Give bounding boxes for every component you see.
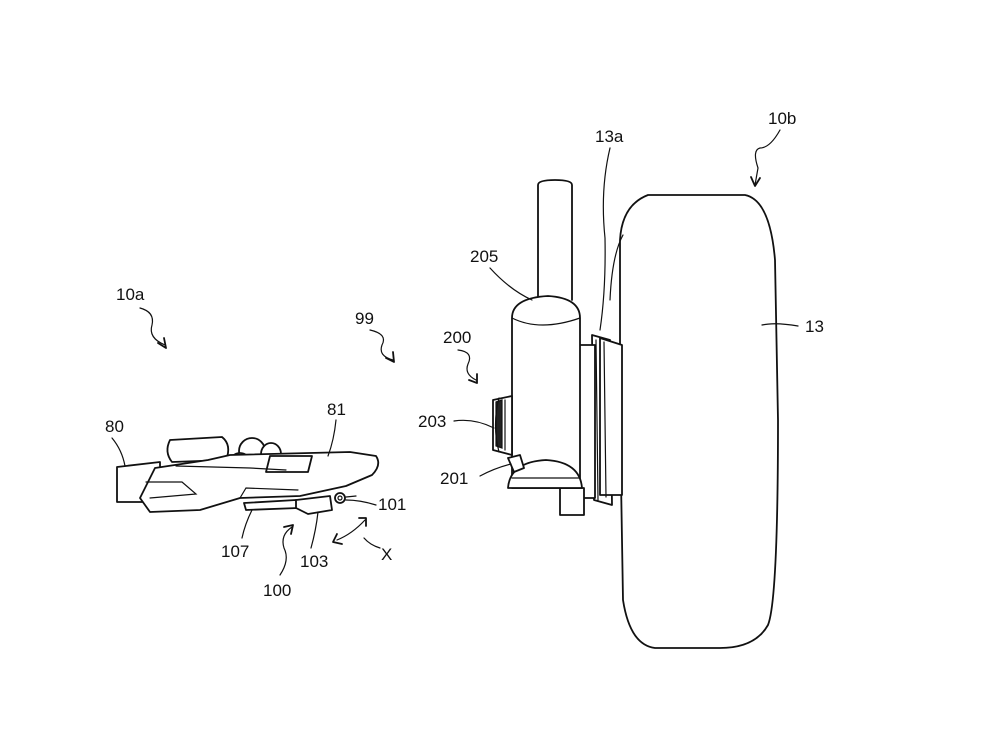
reference-labels: 10a 99 200 205 203 201 13a 10b 13 80 81 … [105,109,824,600]
vehicle-unit-100 [116,436,380,515]
label-99: 99 [355,309,374,328]
label-100: 100 [263,581,291,600]
label-200: 200 [443,328,471,347]
label-205: 205 [470,247,498,266]
label-13a: 13a [595,127,624,146]
label-81: 81 [327,400,346,419]
label-107: 107 [221,542,249,561]
label-203: 203 [418,412,446,431]
label-10a: 10a [116,285,145,304]
label-13: 13 [805,317,824,336]
label-x: X [381,545,392,564]
label-10b: 10b [768,109,796,128]
label-201: 201 [440,469,468,488]
label-80: 80 [105,417,124,436]
label-101: 101 [378,495,406,514]
wheel-13 [609,194,779,649]
label-103: 103 [300,552,328,571]
leader-arrows [111,129,799,576]
connector-assembly-200 [492,179,623,516]
